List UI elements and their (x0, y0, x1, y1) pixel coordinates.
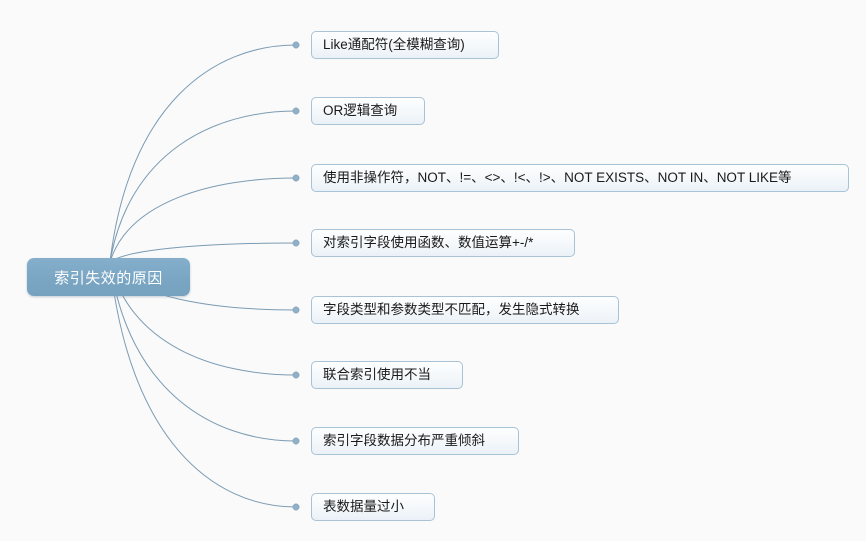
mindmap-edge-endpoint-dot (292, 107, 300, 115)
mindmap-branch-label: 索引字段数据分布严重倾斜 (323, 433, 485, 449)
mindmap-edge (109, 110, 297, 263)
mindmap-edge-endpoint-dot (292, 503, 300, 511)
mindmap-edge-endpoint-dot (292, 306, 300, 314)
mindmap-edge-endpoint-dot (292, 371, 300, 379)
mindmap-branch-node[interactable]: 联合索引使用不当 (311, 361, 463, 389)
mindmap-branch-label: Like通配符(全模糊查询) (323, 37, 465, 53)
mindmap-branch-label: OR逻辑查询 (323, 103, 398, 119)
mindmap-branch-label: 联合索引使用不当 (323, 367, 431, 383)
mindmap-edge-endpoint-dot (292, 239, 300, 247)
root-node-label: 索引失效的原因 (54, 269, 163, 287)
mindmap-branch-node[interactable]: Like通配符(全模糊查询) (311, 31, 499, 59)
mindmap-edge (109, 261, 297, 508)
mindmap-edge (109, 44, 297, 263)
mindmap-branch-node[interactable]: 字段类型和参数类型不匹配，发生隐式转换 (311, 296, 619, 324)
mindmap-branch-node[interactable]: 使用非操作符，NOT、!=、<>、!<、!>、NOT EXISTS、NOT IN… (311, 164, 849, 192)
mindmap-branch-label: 字段类型和参数类型不匹配，发生隐式转换 (323, 302, 580, 318)
mindmap-branch-node[interactable]: OR逻辑查询 (311, 97, 425, 125)
mindmap-branch-node[interactable]: 索引字段数据分布严重倾斜 (311, 427, 519, 455)
mindmap-edge (109, 177, 297, 263)
root-node[interactable]: 索引失效的原因 (27, 258, 190, 296)
mindmap-branch-node[interactable]: 表数据量过小 (311, 493, 435, 521)
mindmap-branch-node[interactable]: 对索引字段使用函数、数值运算+-/* (311, 229, 575, 257)
mindmap-edge-endpoint-dot (292, 41, 300, 49)
mindmap-branch-label: 表数据量过小 (323, 499, 404, 515)
mindmap-edge-endpoint-dot (292, 174, 300, 182)
mindmap-branch-label: 使用非操作符，NOT、!=、<>、!<、!>、NOT EXISTS、NOT IN… (323, 170, 792, 186)
mindmap-branch-label: 对索引字段使用函数、数值运算+-/* (323, 235, 534, 251)
mindmap-edge-endpoint-dot (292, 437, 300, 445)
